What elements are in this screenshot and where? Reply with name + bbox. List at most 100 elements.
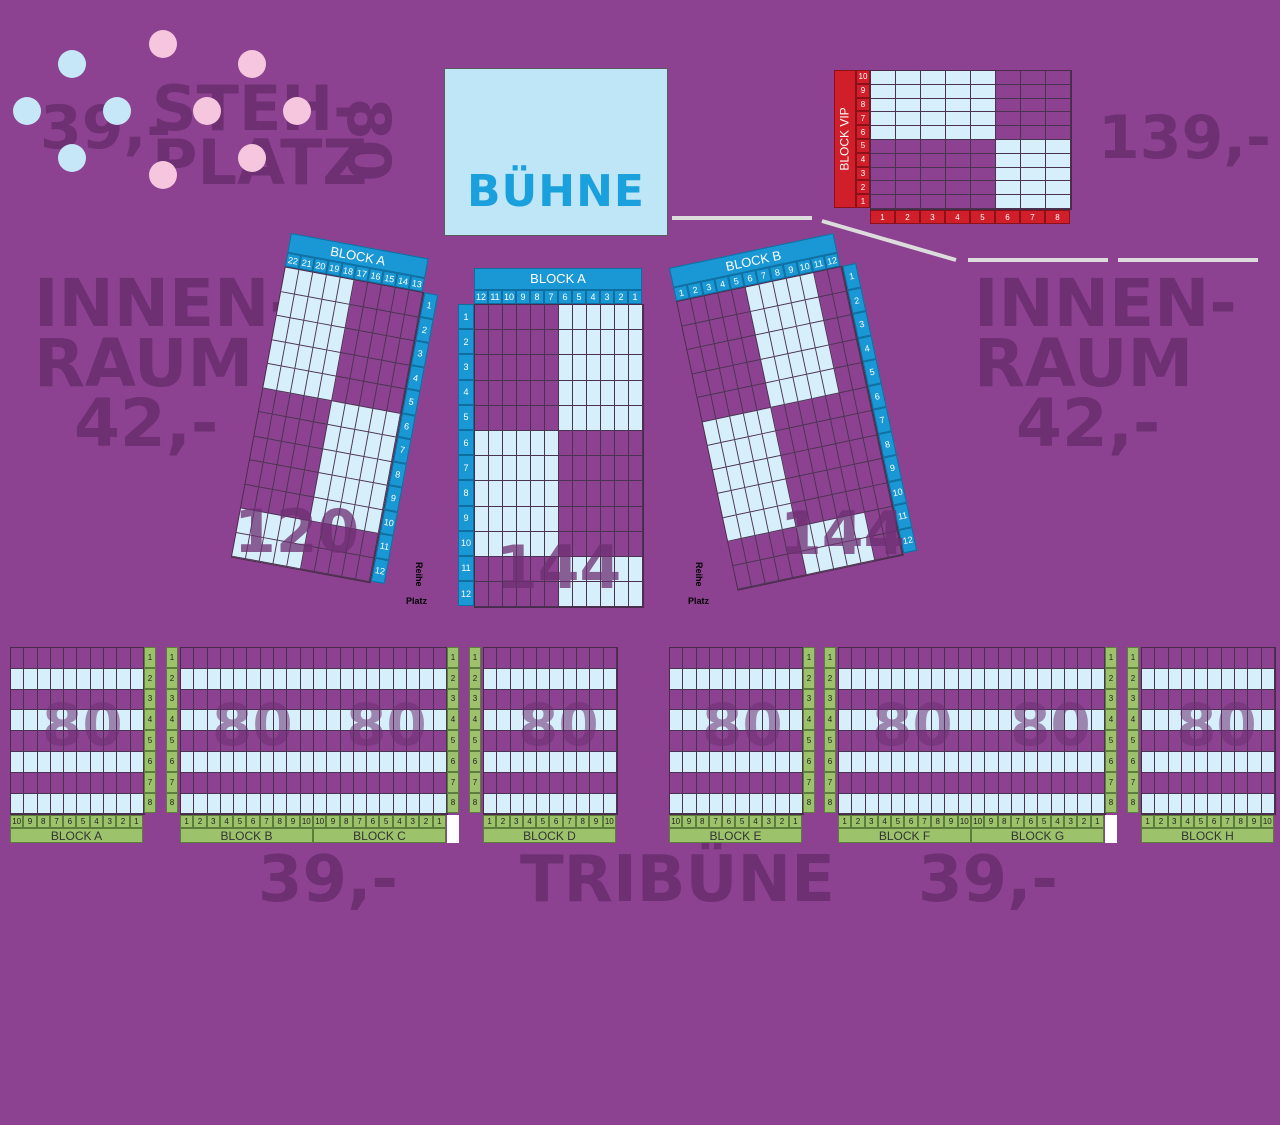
- seat[interactable]: [104, 668, 118, 690]
- seat[interactable]: [996, 153, 1021, 168]
- seat[interactable]: [723, 648, 737, 669]
- seat[interactable]: [945, 689, 959, 711]
- seat[interactable]: [573, 405, 587, 431]
- seat[interactable]: [1011, 648, 1026, 669]
- seat[interactable]: [1046, 195, 1071, 209]
- seat[interactable]: [1261, 793, 1275, 815]
- seat[interactable]: [615, 355, 629, 381]
- seat[interactable]: [958, 668, 972, 690]
- seat[interactable]: [892, 772, 906, 794]
- seat[interactable]: [896, 98, 921, 113]
- seat[interactable]: [998, 710, 1012, 732]
- seat[interactable]: [260, 668, 275, 690]
- seat[interactable]: [234, 751, 248, 773]
- seat[interactable]: [531, 506, 545, 532]
- seat[interactable]: [736, 772, 750, 794]
- seat[interactable]: [50, 731, 65, 752]
- seat[interactable]: [537, 793, 551, 815]
- seat[interactable]: [670, 648, 684, 669]
- seat[interactable]: [1046, 112, 1071, 127]
- seat[interactable]: [1091, 689, 1105, 711]
- seat[interactable]: [946, 139, 971, 154]
- seat[interactable]: [274, 689, 288, 711]
- seat[interactable]: [946, 153, 971, 168]
- seat[interactable]: [393, 793, 408, 815]
- seat[interactable]: [537, 710, 551, 732]
- seat[interactable]: [1046, 139, 1071, 154]
- seat[interactable]: [234, 648, 248, 669]
- seat[interactable]: [1078, 751, 1092, 773]
- seat[interactable]: [287, 751, 301, 773]
- seat[interactable]: [789, 731, 803, 752]
- seat[interactable]: [327, 731, 341, 752]
- seat[interactable]: [577, 710, 591, 732]
- seat[interactable]: [517, 556, 531, 583]
- seat[interactable]: [563, 710, 578, 732]
- seat[interactable]: [709, 689, 724, 711]
- seat[interactable]: [789, 648, 803, 669]
- seat[interactable]: [896, 181, 921, 196]
- seat[interactable]: [407, 689, 421, 711]
- seat[interactable]: [300, 668, 314, 690]
- seat[interactable]: [1046, 71, 1071, 85]
- seat[interactable]: [380, 648, 394, 669]
- seat[interactable]: [776, 731, 790, 752]
- seat[interactable]: [130, 689, 144, 711]
- seat[interactable]: [407, 793, 421, 815]
- seat[interactable]: [776, 772, 790, 794]
- seat[interactable]: [971, 139, 996, 154]
- seat[interactable]: [11, 710, 25, 732]
- seat[interactable]: [503, 531, 517, 557]
- seat[interactable]: [985, 793, 999, 815]
- seat[interactable]: [696, 668, 710, 690]
- seat[interactable]: [117, 793, 131, 815]
- seat[interactable]: [1011, 668, 1026, 690]
- seat[interactable]: [670, 689, 684, 711]
- seat[interactable]: [433, 793, 447, 815]
- seat[interactable]: [587, 430, 601, 457]
- seat[interactable]: [946, 112, 971, 127]
- seat[interactable]: [489, 481, 503, 507]
- seat[interactable]: [314, 648, 328, 669]
- seat-grid-center[interactable]: [474, 304, 644, 609]
- seat[interactable]: [130, 648, 144, 669]
- seat[interactable]: [972, 668, 986, 690]
- seat[interactable]: [130, 731, 144, 752]
- seat[interactable]: [247, 689, 261, 711]
- seat[interactable]: [420, 689, 434, 711]
- seat[interactable]: [37, 731, 51, 752]
- seat[interactable]: [1155, 689, 1169, 711]
- seat[interactable]: [475, 305, 489, 331]
- seat[interactable]: [696, 751, 710, 773]
- seat[interactable]: [985, 668, 999, 690]
- seat[interactable]: [1078, 648, 1092, 669]
- seat[interactable]: [104, 731, 118, 752]
- seat[interactable]: [1155, 710, 1169, 732]
- tribune-seat-grid[interactable]: [838, 647, 973, 816]
- seat[interactable]: [24, 648, 38, 669]
- seat[interactable]: [921, 139, 946, 154]
- seat[interactable]: [433, 668, 447, 690]
- seat[interactable]: [353, 668, 368, 690]
- seat[interactable]: [1078, 772, 1092, 794]
- seat[interactable]: [670, 793, 684, 815]
- seat[interactable]: [709, 793, 724, 815]
- seat[interactable]: [300, 793, 314, 815]
- seat[interactable]: [865, 731, 879, 752]
- seat[interactable]: [484, 689, 498, 711]
- seat[interactable]: [497, 772, 511, 794]
- seat[interactable]: [1051, 793, 1066, 815]
- seat[interactable]: [852, 751, 866, 773]
- seat[interactable]: [1168, 772, 1182, 794]
- seat[interactable]: [629, 380, 643, 406]
- seat[interactable]: [550, 668, 564, 690]
- seat[interactable]: [1021, 71, 1046, 85]
- seat[interactable]: [510, 731, 524, 752]
- seat[interactable]: [878, 793, 893, 815]
- seat[interactable]: [921, 153, 946, 168]
- seat[interactable]: [517, 481, 531, 507]
- seat[interactable]: [50, 689, 65, 711]
- seat[interactable]: [971, 126, 996, 140]
- seat[interactable]: [181, 648, 195, 669]
- seat[interactable]: [878, 772, 893, 794]
